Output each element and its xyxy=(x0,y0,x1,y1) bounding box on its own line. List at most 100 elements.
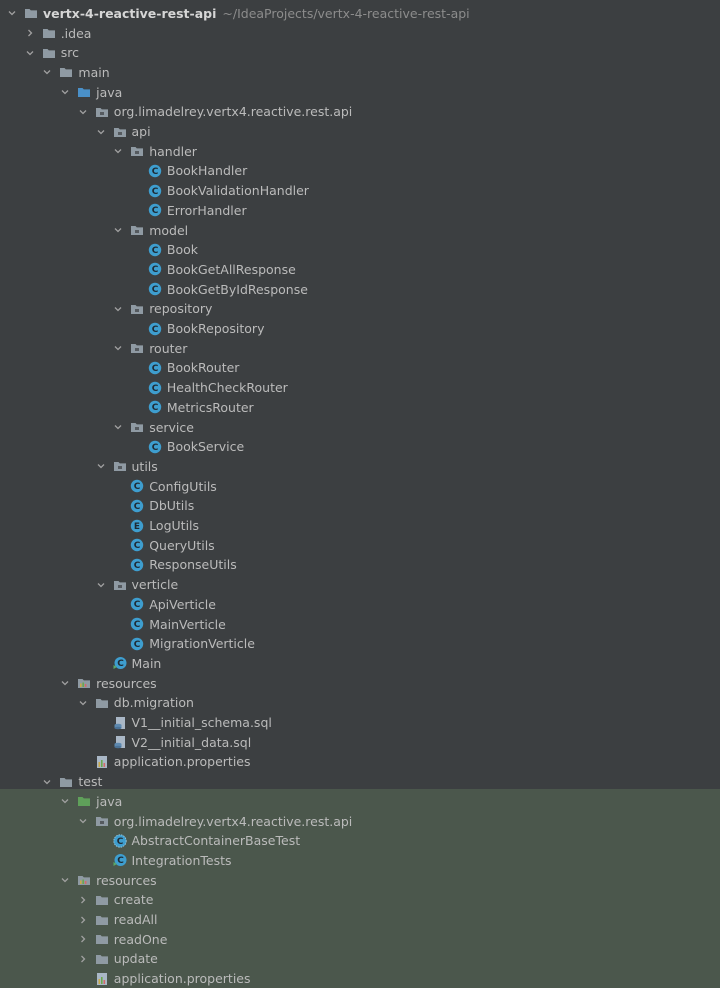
class-icon: C xyxy=(148,322,162,336)
chevron-down-icon[interactable] xyxy=(95,126,107,138)
tree-node-router[interactable]: router xyxy=(0,338,720,358)
chevron-down-icon[interactable] xyxy=(77,815,89,827)
tree-node-service[interactable]: service xyxy=(0,417,720,437)
chevron-down-icon[interactable] xyxy=(59,795,71,807)
chevron-down-icon[interactable] xyxy=(95,460,107,472)
svg-text:C: C xyxy=(134,601,141,611)
tree-node-label: LogUtils xyxy=(149,518,200,534)
abstract-class-icon: C xyxy=(112,834,127,848)
chevron-down-icon[interactable] xyxy=(112,145,124,157)
chevron-right-icon[interactable] xyxy=(77,894,89,906)
chevron-down-icon[interactable] xyxy=(59,677,71,689)
chevron-down-icon[interactable] xyxy=(112,342,124,354)
svg-text:E: E xyxy=(134,522,140,532)
tree-node-v1-initial-schema-sql[interactable]: V1__initial_schema.sql xyxy=(0,713,720,733)
tree-node-db-migration[interactable]: db.migration xyxy=(0,693,720,713)
chevron-down-icon[interactable] xyxy=(95,579,107,591)
chevron-right-icon[interactable] xyxy=(77,953,89,965)
tree-spacer xyxy=(112,480,124,492)
chevron-down-icon[interactable] xyxy=(112,303,124,315)
tree-node-idea[interactable]: .idea xyxy=(0,23,720,43)
class-icon: C xyxy=(130,479,144,493)
tree-node-api[interactable]: api xyxy=(0,122,720,142)
tree-spacer xyxy=(112,539,124,551)
svg-text:C: C xyxy=(152,285,159,295)
source-folder-icon xyxy=(77,85,91,99)
tree-node-bookrepository[interactable]: C BookRepository xyxy=(0,319,720,339)
tree-node-label: ConfigUtils xyxy=(149,478,217,494)
chevron-right-icon[interactable] xyxy=(24,27,36,39)
tree-node-resources[interactable]: resources xyxy=(0,673,720,693)
tree-node-model[interactable]: model xyxy=(0,220,720,240)
tree-spacer xyxy=(130,165,142,177)
tree-node-readall[interactable]: readAll xyxy=(0,910,720,930)
tree-spacer xyxy=(112,559,124,571)
tree-node-org-limadelrey-vertx4-reactive-rest-api[interactable]: org.limadelrey.vertx4.reactive.rest.api xyxy=(0,811,720,831)
chevron-right-icon[interactable] xyxy=(77,933,89,945)
tree-node-vertx-4-reactive-rest-api[interactable]: vertx-4-reactive-rest-api~/IdeaProjects/… xyxy=(0,4,720,24)
tree-node-logutils[interactable]: E LogUtils xyxy=(0,516,720,536)
svg-text:C: C xyxy=(134,620,141,630)
svg-text:C: C xyxy=(152,384,159,394)
chevron-down-icon[interactable] xyxy=(6,7,18,19)
chevron-down-icon[interactable] xyxy=(41,776,53,788)
tree-node-application-properties[interactable]: application.properties xyxy=(0,752,720,772)
tree-node-update[interactable]: update xyxy=(0,949,720,969)
tree-node-label: BookRepository xyxy=(166,321,265,337)
chevron-down-icon[interactable] xyxy=(112,224,124,236)
package-icon xyxy=(130,302,144,316)
class-icon: C xyxy=(130,597,144,611)
chevron-down-icon[interactable] xyxy=(41,66,53,78)
class-icon: C xyxy=(130,617,144,631)
chevron-down-icon[interactable] xyxy=(59,86,71,98)
tree-node-handler[interactable]: handler xyxy=(0,141,720,161)
tree-node-resources[interactable]: resources xyxy=(0,870,720,890)
folder-icon xyxy=(95,952,109,966)
tree-node-repository[interactable]: repository xyxy=(0,299,720,319)
tree-node-create[interactable]: create xyxy=(0,890,720,910)
tree-node-src[interactable]: src xyxy=(0,43,720,63)
chevron-right-icon[interactable] xyxy=(77,914,89,926)
tree-node-v2-initial-data-sql[interactable]: V2__initial_data.sql xyxy=(0,732,720,752)
tree-node-test[interactable]: test xyxy=(0,772,720,792)
tree-node-verticle[interactable]: verticle xyxy=(0,575,720,595)
class-icon: C xyxy=(148,262,162,276)
tree-node-org-limadelrey-vertx4-reactive-rest-api[interactable]: org.limadelrey.vertx4.reactive.rest.api xyxy=(0,102,720,122)
tree-node-java[interactable]: java xyxy=(0,82,720,102)
tree-node-utils[interactable]: utils xyxy=(0,457,720,477)
project-path: ~/IdeaProjects/vertx-4-reactive-rest-api xyxy=(222,5,470,21)
tree-node-application-properties[interactable]: application.properties xyxy=(0,969,720,988)
tree-node-main[interactable]: main xyxy=(0,63,720,83)
chevron-down-icon[interactable] xyxy=(77,697,89,709)
class-icon: C xyxy=(148,400,162,414)
tree-node-readone[interactable]: readOne xyxy=(0,929,720,949)
tree-node-label: MigrationVerticle xyxy=(149,636,255,652)
tree-node-configutils[interactable]: C ConfigUtils xyxy=(0,476,720,496)
tree-node-label: .idea xyxy=(60,25,92,41)
chevron-down-icon[interactable] xyxy=(59,874,71,886)
tree-node-label: service xyxy=(149,419,194,435)
chevron-down-icon[interactable] xyxy=(112,421,124,433)
chevron-down-icon[interactable] xyxy=(24,47,36,59)
tree-node-java[interactable]: java xyxy=(0,792,720,812)
chevron-down-icon[interactable] xyxy=(77,106,89,118)
